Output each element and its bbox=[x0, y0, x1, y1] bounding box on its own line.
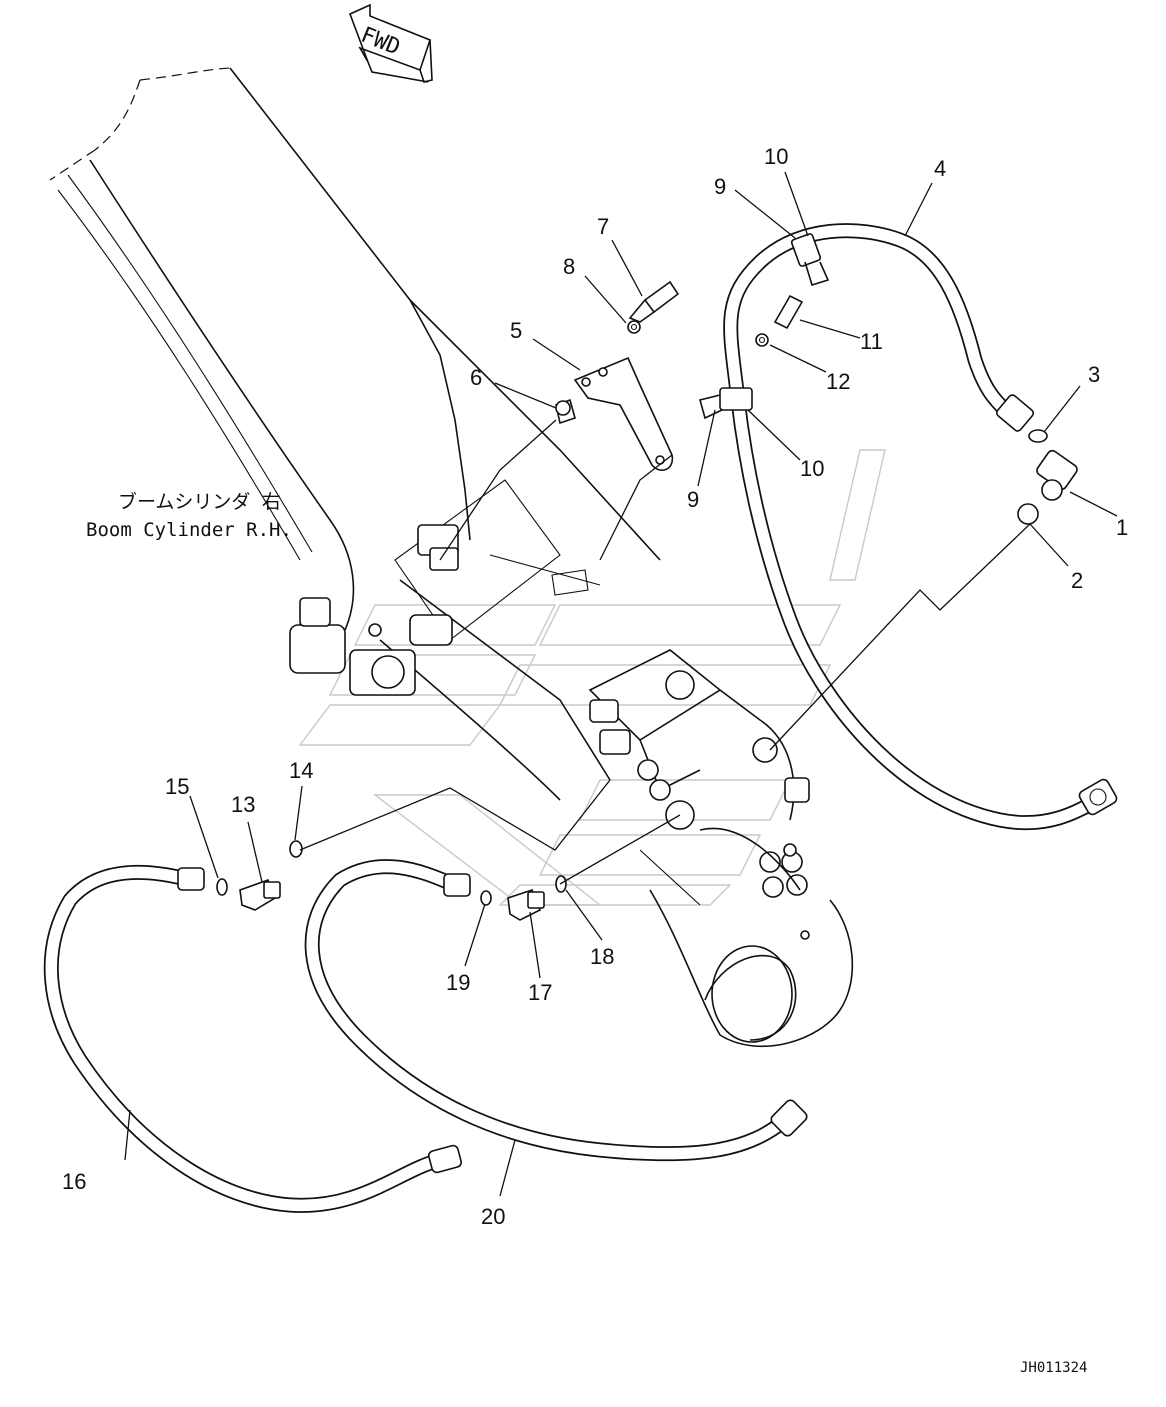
callout-19: 19 bbox=[446, 970, 470, 995]
elbow-fitting-1 bbox=[1017, 429, 1078, 525]
callout-10-upper: 10 bbox=[764, 144, 788, 169]
callout-10-lower: 10 bbox=[800, 456, 824, 481]
bracket-assembly bbox=[555, 280, 680, 471]
drawing-number: JH011324 bbox=[1020, 1360, 1087, 1376]
hose-16 bbox=[43, 864, 463, 1213]
caption-japanese: ブームシリンダ 右 bbox=[118, 490, 281, 513]
callout-5: 5 bbox=[510, 318, 522, 343]
callout-13: 13 bbox=[231, 792, 255, 817]
callout-6: 6 bbox=[470, 365, 482, 390]
callout-18: 18 bbox=[590, 944, 614, 969]
boom-cylinder bbox=[49, 67, 661, 801]
valve-block bbox=[588, 649, 854, 1048]
leader-lines bbox=[124, 171, 1118, 1197]
callout-4: 4 bbox=[934, 156, 946, 181]
caption-english: Boom Cylinder R.H. bbox=[86, 519, 292, 541]
callout-3: 3 bbox=[1088, 362, 1100, 387]
callout-11: 11 bbox=[860, 329, 883, 354]
callout-9-lower: 9 bbox=[687, 487, 699, 512]
callout-9-upper: 9 bbox=[714, 174, 726, 199]
callout-1: 1 bbox=[1116, 515, 1128, 540]
elbow-fittings bbox=[216, 840, 567, 921]
callout-15: 15 bbox=[165, 774, 189, 799]
callout-17: 17 bbox=[528, 980, 552, 1005]
callout-14: 14 bbox=[289, 758, 313, 783]
callout-labels: 1 2 3 4 5 6 7 8 9 9 10 10 11 12 13 14 15… bbox=[62, 144, 1128, 1229]
hose-4 bbox=[699, 223, 1118, 831]
callout-16: 16 bbox=[62, 1169, 86, 1194]
callout-8: 8 bbox=[563, 254, 575, 279]
component-caption: ブームシリンダ 右 Boom Cylinder R.H. bbox=[86, 490, 292, 541]
hose-20 bbox=[304, 859, 808, 1162]
fwd-arrow-icon: FWD bbox=[348, 3, 433, 83]
callout-2: 2 bbox=[1071, 568, 1083, 593]
callout-20: 20 bbox=[481, 1204, 505, 1229]
callout-12: 12 bbox=[826, 369, 850, 394]
callout-7: 7 bbox=[597, 214, 609, 239]
